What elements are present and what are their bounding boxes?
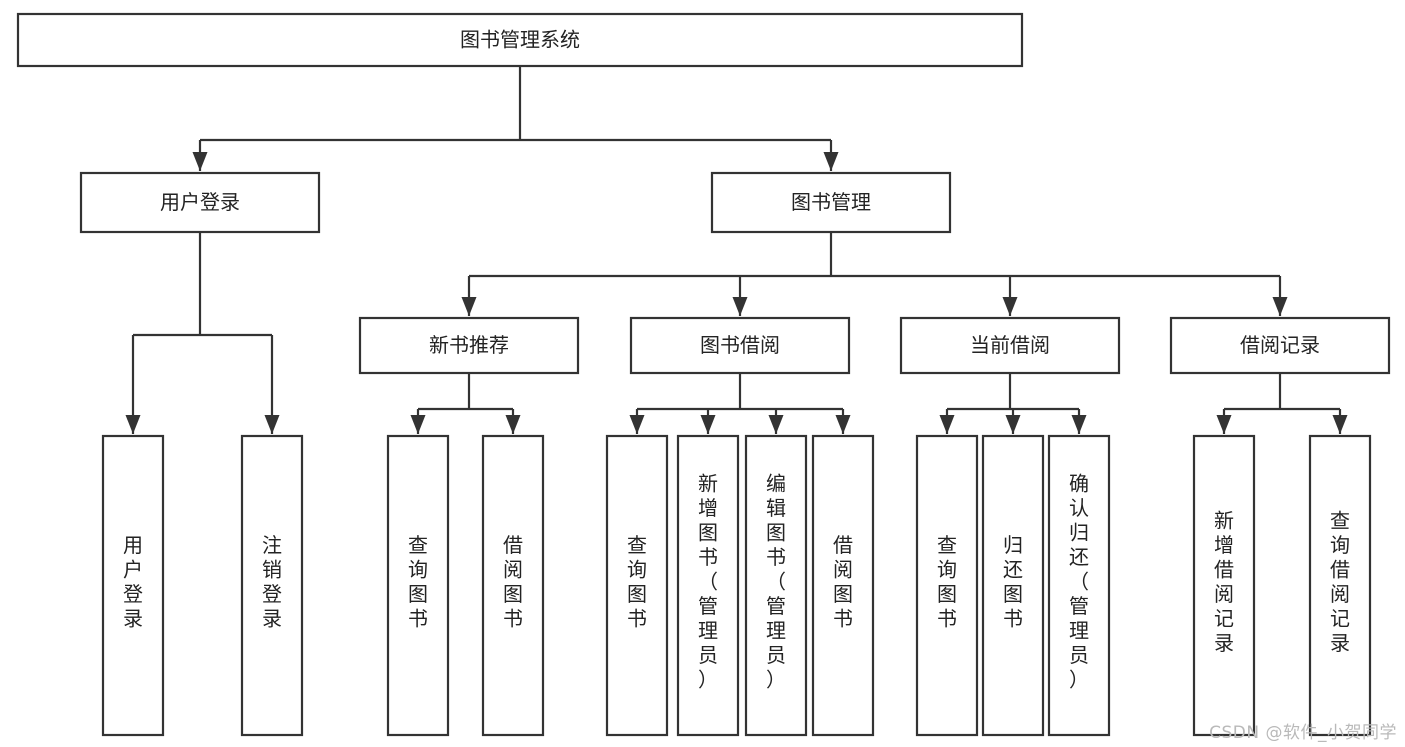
arrow-head-icon [768, 415, 784, 434]
node-leaf-5[interactable]: 新增图书（管理员） [676, 434, 740, 737]
arrow-head-icon [629, 415, 645, 434]
node-leaf-8-label: 查询图书 [937, 533, 957, 631]
node-level2-1-box[interactable] [710, 171, 952, 234]
node-leaf-9[interactable]: 归还图书 [981, 434, 1045, 737]
node-leaf-0[interactable]: 用户登录 [101, 434, 165, 737]
node-leaf-7[interactable]: 借阅图书 [811, 434, 875, 737]
node-leaf-1-label: 注销登录 [262, 533, 282, 631]
arrow-head-icon [939, 415, 955, 434]
node-leaf-3[interactable]: 借阅图书 [481, 434, 545, 737]
node-leaf-7-label: 借阅图书 [833, 533, 853, 631]
connector-layer [125, 66, 1348, 434]
arrow-head-icon [1002, 297, 1018, 316]
arrow-head-icon [1332, 415, 1348, 434]
node-level2-0[interactable]: 用户登录 [79, 171, 321, 234]
node-level3-1-box[interactable] [629, 316, 851, 375]
node-root-system-label: 图书管理系统 [460, 28, 580, 52]
node-level3-0[interactable]: 新书推荐 [358, 316, 580, 375]
node-leaf-3-label: 借阅图书 [503, 533, 523, 631]
node-leaf-12-label: 查询借阅记录 [1330, 508, 1350, 655]
node-leaf-9-box[interactable] [981, 434, 1045, 737]
node-leaf-10[interactable]: 确认归还（管理员） [1047, 434, 1111, 737]
arrow-head-icon [125, 415, 141, 434]
node-leaf-2[interactable]: 查询图书 [386, 434, 450, 737]
node-level3-2-box[interactable] [899, 316, 1121, 375]
arrow-head-icon [461, 297, 477, 316]
arrow-head-icon [1216, 415, 1232, 434]
node-level2-0-box[interactable] [79, 171, 321, 234]
node-level3-3-label: 借阅记录 [1240, 333, 1320, 357]
arrow-head-icon [410, 415, 426, 434]
node-leaf-4-label: 查询图书 [627, 533, 647, 631]
node-leaf-10-box[interactable] [1047, 434, 1111, 737]
arrow-head-icon [823, 152, 839, 171]
node-layer: 图书管理系统用户登录图书管理新书推荐图书借阅当前借阅借阅记录用户登录注销登录查询… [16, 12, 1391, 737]
node-leaf-1-box[interactable] [240, 434, 304, 737]
node-leaf-12-box[interactable] [1308, 434, 1372, 737]
node-level2-1[interactable]: 图书管理 [710, 171, 952, 234]
arrow-head-icon [700, 415, 716, 434]
node-leaf-9-label: 归还图书 [1003, 533, 1023, 631]
node-leaf-0-box[interactable] [101, 434, 165, 737]
node-leaf-11-box[interactable] [1192, 434, 1256, 737]
node-root-system[interactable]: 图书管理系统 [16, 12, 1024, 68]
node-level3-2-label: 当前借阅 [970, 333, 1050, 357]
node-leaf-7-box[interactable] [811, 434, 875, 737]
node-leaf-6[interactable]: 编辑图书（管理员） [744, 434, 808, 737]
arrow-head-icon [732, 297, 748, 316]
node-leaf-4[interactable]: 查询图书 [605, 434, 669, 737]
node-leaf-11[interactable]: 新增借阅记录 [1192, 434, 1256, 737]
arrow-head-icon [1005, 415, 1021, 434]
node-level3-1-label: 图书借阅 [700, 333, 780, 357]
node-level3-0-box[interactable] [358, 316, 580, 375]
node-leaf-1[interactable]: 注销登录 [240, 434, 304, 737]
arrow-head-icon [264, 415, 280, 434]
arrow-head-icon [1071, 415, 1087, 434]
arrow-head-icon [1272, 297, 1288, 316]
node-leaf-0-label: 用户登录 [123, 533, 143, 631]
node-leaf-6-label: 编辑图书（管理员） [766, 472, 786, 692]
node-leaf-2-box[interactable] [386, 434, 450, 737]
node-level2-1-label: 图书管理 [791, 190, 871, 214]
node-leaf-8[interactable]: 查询图书 [915, 434, 979, 737]
node-level3-3-box[interactable] [1169, 316, 1391, 375]
node-root-system-box[interactable] [16, 12, 1024, 68]
node-leaf-6-box[interactable] [744, 434, 808, 737]
node-level3-1[interactable]: 图书借阅 [629, 316, 851, 375]
arrow-head-icon [505, 415, 521, 434]
node-leaf-11-label: 新增借阅记录 [1214, 508, 1234, 655]
node-leaf-5-box[interactable] [676, 434, 740, 737]
node-leaf-12[interactable]: 查询借阅记录 [1308, 434, 1372, 737]
arrow-head-icon [835, 415, 851, 434]
node-level3-2[interactable]: 当前借阅 [899, 316, 1121, 375]
node-leaf-8-box[interactable] [915, 434, 979, 737]
node-level3-0-label: 新书推荐 [429, 333, 509, 357]
node-leaf-10-label: 确认归还（管理员） [1069, 472, 1089, 692]
node-level2-0-label: 用户登录 [160, 190, 240, 214]
node-leaf-5-label: 新增图书（管理员） [698, 472, 718, 692]
node-level3-3[interactable]: 借阅记录 [1169, 316, 1391, 375]
node-leaf-2-label: 查询图书 [408, 533, 428, 631]
node-leaf-3-box[interactable] [481, 434, 545, 737]
arrow-head-icon [192, 152, 208, 171]
node-leaf-4-box[interactable] [605, 434, 669, 737]
